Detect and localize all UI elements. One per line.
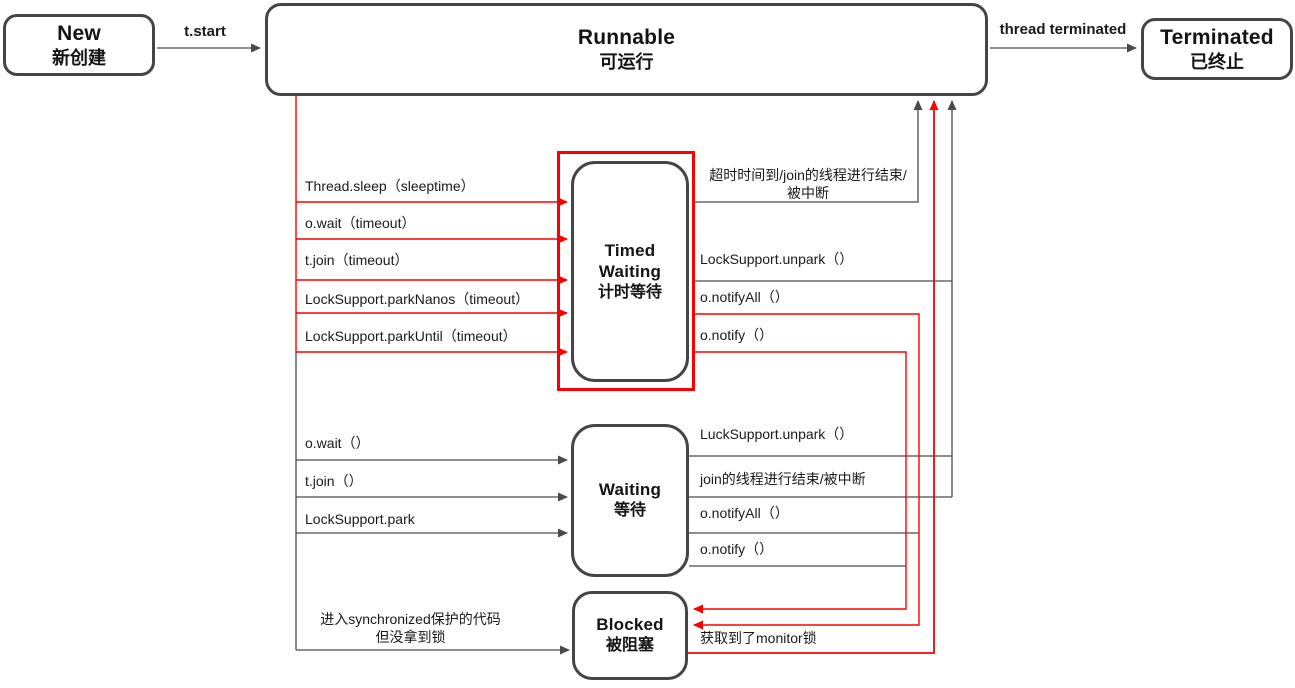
- state-timed-waiting-label-zh: 计时等待: [597, 283, 662, 301]
- edge-label-parknanos: LockSupport.parkNanos（timeout）: [305, 291, 530, 307]
- edge-label-enter-synchronized-line2: 但没拿到锁: [375, 629, 446, 645]
- edge-label-owait-timeout: o.wait（timeout）: [305, 215, 416, 231]
- edge-label-tstart: t.start: [184, 23, 226, 40]
- state-timed-waiting: Timed Waiting 计时等待: [571, 161, 689, 382]
- edge-label-tw-notifyall: o.notifyAll（）: [700, 289, 789, 305]
- edge-label-lucksupport-unpark: LuckSupport.unpark（）: [700, 426, 854, 442]
- state-terminated: Terminated 已终止: [1141, 18, 1293, 80]
- edge-label-parkuntil: LockSupport.parkUntil（timeout）: [305, 328, 517, 344]
- state-terminated-label-en: Terminated: [1160, 25, 1274, 49]
- edge-label-w-notify: o.notify（）: [700, 541, 774, 557]
- edge-label-w-notifyall: o.notifyAll（）: [700, 505, 789, 521]
- edge-label-thread-sleep: Thread.sleep（sleeptime）: [305, 178, 475, 194]
- edge-timed-to-blocked-notifyall: [693, 313, 920, 630]
- state-waiting: Waiting 等待: [571, 424, 689, 577]
- edge-timed-to-runnable-timeout: [695, 100, 923, 203]
- state-runnable-label-en: Runnable: [577, 26, 676, 49]
- state-runnable-label-zh: 可运行: [599, 52, 654, 72]
- state-blocked-label-zh: 被阻塞: [605, 637, 654, 654]
- edge-blocked-to-runnable-monitor: [688, 100, 939, 654]
- state-waiting-label-zh: 等待: [613, 502, 646, 519]
- state-blocked: Blocked 被阻塞: [572, 591, 688, 680]
- edge-label-thread-terminated: thread terminated: [999, 21, 1127, 38]
- edge-label-timeout-interrupt-line2: 被中断: [787, 185, 829, 201]
- state-timed-waiting-label-en1: Timed: [604, 240, 656, 260]
- edge-label-timeout-interrupt: 超时时间到/join的线程进行结束/ 被中断: [697, 166, 919, 202]
- state-runnable: Runnable 可运行: [265, 3, 988, 96]
- state-new-label-en: New: [57, 21, 101, 45]
- edge-label-locksupport-park: LockSupport.park: [305, 511, 415, 527]
- edge-label-tjoin-timeout: t.join（timeout）: [305, 252, 409, 268]
- state-waiting-label-en: Waiting: [598, 480, 662, 499]
- state-timed-waiting-label-en2: Waiting: [598, 261, 662, 281]
- edge-label-owait: o.wait（）: [305, 435, 370, 451]
- edge-timed-to-blocked-notify: [693, 351, 907, 614]
- edge-label-enter-synchronized-line1: 进入synchronized保护的代码: [320, 611, 501, 627]
- state-new: New 新创建: [3, 14, 155, 76]
- edge-label-locksupport-unpark: LockSupport.unpark（）: [700, 251, 854, 267]
- edge-label-monitor-lock: 获取到了monitor锁: [700, 630, 817, 646]
- edge-label-enter-synchronized: 进入synchronized保护的代码 但没拿到锁: [288, 610, 533, 646]
- edge-label-tjoin: t.join（）: [305, 473, 363, 489]
- state-terminated-label-zh: 已终止: [1190, 51, 1244, 72]
- edge-label-timeout-interrupt-line1: 超时时间到/join的线程进行结束/: [709, 167, 907, 183]
- state-new-label-zh: 新创建: [52, 47, 106, 68]
- state-blocked-label-en: Blocked: [596, 615, 664, 634]
- edge-label-tw-notify: o.notify（）: [700, 327, 774, 343]
- timed-waiting-highlight-box: [557, 151, 695, 391]
- edge-label-join-end: join的线程进行结束/被中断: [700, 471, 866, 487]
